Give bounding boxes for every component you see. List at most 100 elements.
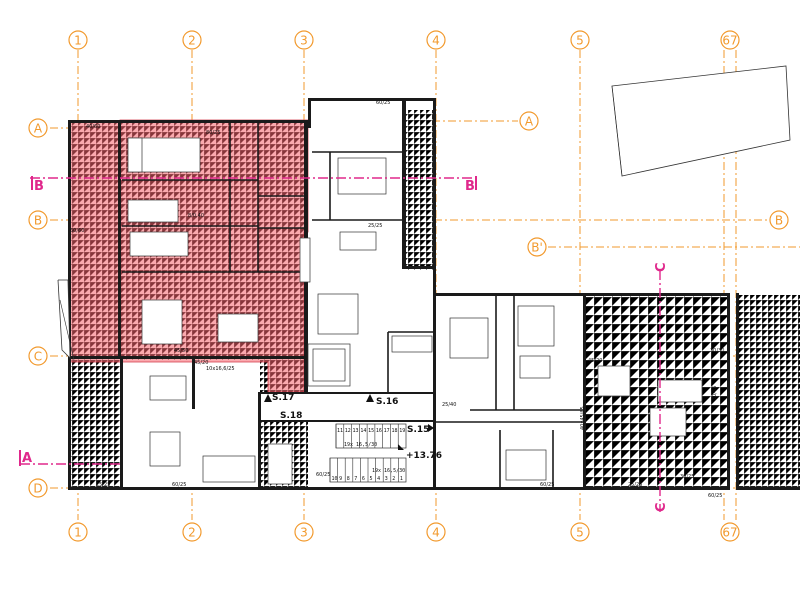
dining-table-2 [149,431,181,467]
grid-bubble-col-67-top-label: 67 [722,34,737,48]
section-a-label: A [22,451,32,466]
stair-step-number: 6 [362,476,365,482]
dining-table-1 [217,313,259,343]
stair-step-number: 8 [347,476,350,482]
stair-tag-s16: S.16 [376,397,398,407]
grid-bubble-row-C-left: C [28,346,48,366]
bed-5 [449,317,489,359]
stair-step-number: 14 [360,428,366,434]
dim-top-mid: 60/25 [376,100,390,106]
dim-col-7: 30/65 [712,386,718,400]
dim-bed1-top: 80/25 [206,130,220,136]
grid-bubble-col-1-top-label: 1 [74,34,82,48]
stair-step-number: 19 [399,428,405,434]
stair-step-number: 18 [391,428,397,434]
stair-step-number: 15 [368,428,374,434]
grid-bubble-row-b-right: B [769,210,789,230]
dining-table-5 [649,407,687,437]
stair-step-number: 4 [377,476,380,482]
grid-bubble-col-4-bottom-label: 4 [432,526,440,540]
bed-4 [337,157,387,195]
sofa-3 [339,231,377,251]
grid-bubble-row-a-right: A [519,111,539,131]
stair-step-number: 2 [392,476,395,482]
stair-upper-note: 19x 16,5/30 [344,442,377,448]
stair-step-number: 10 [332,476,338,482]
stair-step-number: 7 [354,476,357,482]
grid-bubble-col-1-top: 1 [68,30,88,50]
dining-table-3 [317,293,359,335]
grid-bubble-row-b-right-label: B [775,214,783,228]
grid-bubble-row-b-prime-right-label: B' [531,241,543,255]
grid-bubble-col-67-bottom: 67 [720,522,740,542]
dining-table-4 [597,365,631,397]
grid-bubble-col-5-bottom-label: 5 [576,526,584,540]
dim-d-row-2: 60/25 [172,482,186,488]
dim-corridor: 25/40 [442,402,456,408]
grid-bubble-row-D-left: D [28,478,48,498]
dim-col-5: 40x45/65 [580,406,586,430]
sofa-2 [149,375,187,401]
walls [68,98,800,490]
stair-tag-s15: S.15 [407,425,429,435]
grid-bubble-col-2-bottom-label: 2 [188,526,196,540]
stair-lower-note: 19x 16,5/30 [372,468,405,474]
grid-bubble-col-3-bottom: 3 [294,522,314,542]
grid-bubble-col-1-bottom-label: 1 [74,526,82,540]
dim-d-row-1: 25/25 [96,482,110,488]
stair-tags: S.17 S.18 S.16 S.15 +13.76 [264,393,442,461]
bed-6 [517,305,555,347]
dim-core-top: 25/25 [368,223,382,229]
dim-d-row-5: 25/25 [628,482,642,488]
dim-mid-b: 8/0,40 [188,213,204,219]
grid-bubble-col-5-bottom: 5 [570,522,590,542]
dimension-tags: 40/60 80/25 8/0,40 60/60 45/50 45/20 25/… [70,100,742,499]
dim-col-6: 60x45/65 [736,406,742,430]
stair-step-number: 11 [337,428,343,434]
stair-tag-s18: S.18 [280,411,302,421]
stair-step-number: 3 [385,476,388,482]
far-right-floor [736,295,800,490]
grid-bubble-row-A-left-label: A [34,122,43,136]
stair-tag-s17: S.17 [272,393,294,403]
roof-outline [611,65,791,177]
grid-bubble-row-B-left: B [28,210,48,230]
sofa-1 [141,299,183,345]
grid-bubble-col-3-top: 3 [294,30,314,50]
dim-wall-45: 45/20 [588,358,602,364]
corridor-floor [260,392,436,422]
grid-bubble-col-5-top-label: 5 [576,34,584,48]
stair-step-number: 5 [370,476,373,482]
stair-step-number: 17 [384,428,390,434]
grid-bubble-row-C-left-label: C [34,350,42,364]
dim-d-row-7: 30/25 [680,474,694,480]
grid-bubble-col-3-bottom-label: 3 [300,526,308,540]
facade-edge [57,279,75,361]
stair-step-number: 1 [400,476,403,482]
bathtub-1 [391,335,433,353]
grid-bubble-col-4-top-label: 4 [432,34,440,48]
kitchen-counter-1 [202,455,256,483]
grid-bubble-col-4-top: 4 [426,30,446,50]
elevation-mark: +13.76 [406,451,442,461]
kitchen-counter-3 [299,237,311,283]
furniture [127,137,703,485]
grid-bubble-row-b-prime-right: B' [527,237,547,257]
grid-bubble-row-A-left: A [28,118,48,138]
bed-2 [127,199,179,223]
grid-bubble-row-B-left-label: B [34,214,42,228]
partitions [122,122,583,487]
top-terrace-floor [404,110,434,270]
dim-stair-label: 10x16,6/25 [206,366,235,372]
bed-3 [129,231,189,257]
grid-bubble-col-1-bottom: 1 [68,522,88,542]
grid-bubble-row-a-right-label: A [525,115,534,129]
table-6 [519,355,551,379]
section-markers: B B A C C [19,176,669,512]
kitchen-counter-2 [505,449,547,481]
stair-step-number: 13 [353,428,359,434]
bathtub-2 [267,443,293,485]
